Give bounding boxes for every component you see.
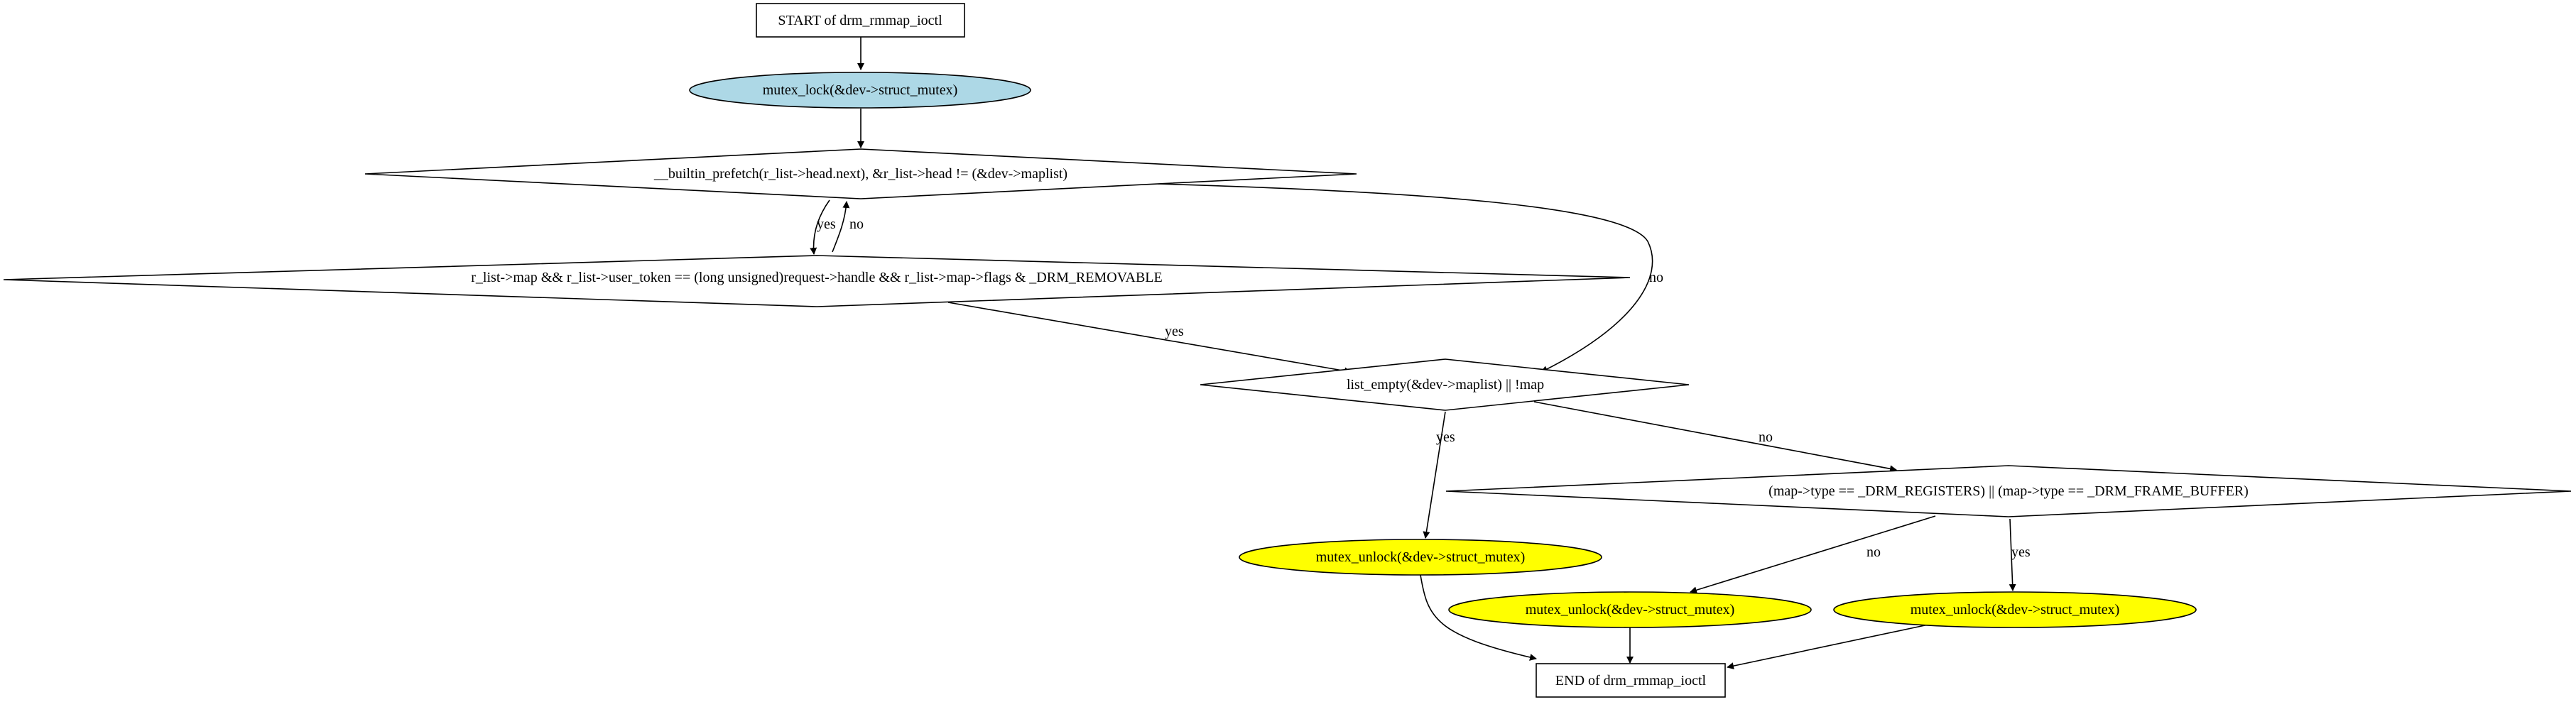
edge-prefetch-no-to-empty — [1157, 183, 1653, 373]
edge-type-no-to-unlock2 — [1690, 515, 1936, 594]
node-prefetch-condition: __builtin_prefetch(r_list->head.next), &… — [364, 148, 1357, 199]
node-removable-condition: r_list->map && r_list->user_token == (lo… — [3, 255, 1631, 307]
node-type-condition: (map->type == _DRM_REGISTERS) || (map->t… — [1445, 465, 2572, 517]
edge-label-prefetch-no: no — [1649, 270, 1663, 285]
node-start-box — [756, 3, 965, 38]
edge-type-yes-to-unlock3 — [2009, 518, 2016, 591]
node-removable-diamond — [3, 255, 1631, 307]
edge-label-empty-yes: yes — [1436, 429, 1455, 445]
edge-removable-no-to-prefetch — [832, 201, 850, 253]
edge-label-prefetch-yes: yes — [817, 216, 836, 232]
node-empty-diamond — [1200, 358, 1690, 411]
edge-unlock3-to-end — [1727, 624, 1929, 670]
node-mutex-unlock-3-label: mutex_unlock(&dev->struct_mutex) — [1911, 602, 2120, 618]
node-mutex-unlock-3-ellipse — [1833, 591, 2197, 628]
node-prefetch-label: __builtin_prefetch(r_list->head.next), &… — [653, 166, 1067, 182]
node-mutex-lock: mutex_lock(&dev->struct_mutex) — [689, 72, 1031, 109]
edge-label-removable-no: no — [849, 216, 864, 232]
edges — [810, 37, 2016, 670]
node-empty-condition: list_empty(&dev->maplist) || !map — [1200, 358, 1690, 411]
node-empty-label: list_empty(&dev->maplist) || !map — [1347, 377, 1544, 393]
node-mutex-unlock-2-label: mutex_unlock(&dev->struct_mutex) — [1526, 602, 1735, 618]
edge-prefetch-yes-to-removable — [810, 199, 830, 255]
node-mutex-unlock-3: mutex_unlock(&dev->struct_mutex) — [1833, 591, 2197, 628]
edge-label-type-yes: yes — [2011, 544, 2031, 560]
node-mutex-lock-ellipse — [689, 72, 1031, 109]
node-removable-label: r_list->map && r_list->user_token == (lo… — [471, 270, 1162, 285]
node-type-label: (map->type == _DRM_REGISTERS) || (map->t… — [1768, 483, 2249, 499]
edge-labels: yes no no yes yes no no yes — [817, 216, 2031, 560]
node-end-label: END of drm_rmmap_ioctl — [1555, 673, 1707, 689]
node-mutex-lock-label: mutex_lock(&dev->struct_mutex) — [763, 82, 958, 98]
node-mutex-unlock-2: mutex_unlock(&dev->struct_mutex) — [1448, 591, 1812, 628]
edge-unlock1-to-end — [1420, 574, 1537, 661]
node-start: START of drm_rmmap_ioctl — [756, 3, 965, 38]
node-start-label: START of drm_rmmap_ioctl — [778, 13, 942, 28]
edge-label-empty-no: no — [1759, 429, 1773, 445]
node-mutex-unlock-1-label: mutex_unlock(&dev->struct_mutex) — [1316, 549, 1526, 565]
node-mutex-unlock-1-ellipse — [1239, 539, 1602, 576]
node-mutex-unlock-1: mutex_unlock(&dev->struct_mutex) — [1239, 539, 1602, 576]
node-end: END of drm_rmmap_ioctl — [1536, 663, 1726, 698]
edge-empty-yes-to-unlock1 — [1423, 411, 1446, 539]
edge-label-removable-yes: yes — [1165, 324, 1184, 339]
edge-label-type-no: no — [1866, 544, 1881, 560]
node-end-box — [1536, 663, 1726, 698]
node-mutex-unlock-2-ellipse — [1448, 591, 1812, 628]
edge-empty-no-to-type — [1533, 401, 1897, 473]
node-type-diamond — [1445, 465, 2572, 517]
edge-removable-yes-to-empty — [947, 302, 1352, 375]
node-prefetch-diamond — [364, 148, 1357, 199]
